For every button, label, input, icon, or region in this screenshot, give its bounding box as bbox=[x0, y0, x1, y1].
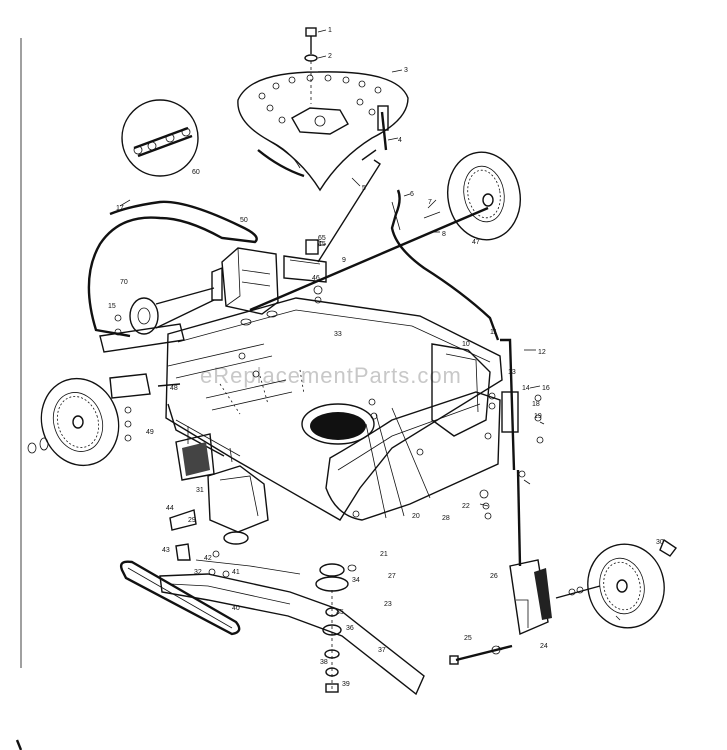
callout-32: 32 bbox=[194, 569, 202, 576]
callout-14: 14 bbox=[522, 385, 530, 392]
blade-pulley bbox=[319, 563, 345, 577]
wheel-front-right-top bbox=[447, 151, 521, 241]
callout-46: 46 bbox=[312, 275, 320, 282]
seat-pan bbox=[237, 71, 409, 192]
callout-28: 28 bbox=[442, 515, 450, 522]
control-cable bbox=[317, 159, 381, 263]
callout-65: 65 bbox=[318, 235, 326, 242]
right-bracket bbox=[431, 343, 491, 437]
steering-post bbox=[449, 338, 552, 665]
callout-41: 41 bbox=[232, 569, 240, 576]
callout-21: 21 bbox=[380, 551, 388, 558]
callout-60: 60 bbox=[192, 169, 200, 176]
callout-17: 17 bbox=[116, 205, 124, 212]
callout-43: 43 bbox=[162, 547, 170, 554]
callout-13: 13 bbox=[508, 369, 516, 376]
seat-bracket bbox=[291, 107, 349, 135]
belt-cover bbox=[207, 465, 269, 533]
wheel-front-right-bottom bbox=[555, 538, 678, 629]
callout-44: 44 bbox=[166, 505, 174, 512]
callout-2: 2 bbox=[328, 53, 332, 60]
callout-40: 40 bbox=[232, 605, 240, 612]
idler-pulley bbox=[223, 531, 249, 545]
front-wheel-fork bbox=[509, 559, 549, 636]
drive-belt bbox=[119, 560, 241, 636]
front-axle bbox=[249, 206, 489, 312]
transmission-block bbox=[283, 255, 327, 283]
chain-detail-inset bbox=[121, 99, 199, 177]
callout-20: 20 bbox=[412, 513, 420, 520]
callout-12: 12 bbox=[538, 349, 546, 356]
callout-18: 18 bbox=[532, 401, 540, 408]
axle-bolt bbox=[455, 644, 513, 662]
callout-15: 15 bbox=[108, 303, 116, 310]
callout-25: 25 bbox=[464, 635, 472, 642]
callout-49: 49 bbox=[146, 429, 154, 436]
callout-31: 31 bbox=[196, 487, 204, 494]
callout-19: 19 bbox=[534, 413, 542, 420]
handle-loop bbox=[87, 200, 258, 338]
callout-26: 26 bbox=[490, 573, 498, 580]
callout-22: 22 bbox=[462, 503, 470, 510]
callout-39: 39 bbox=[342, 681, 350, 688]
callout-8: 8 bbox=[442, 231, 446, 238]
blade-bolt bbox=[325, 683, 339, 693]
callout-27: 27 bbox=[388, 573, 396, 580]
callout-16: 16 bbox=[542, 385, 550, 392]
callout-37: 37 bbox=[378, 647, 386, 654]
main-frame bbox=[99, 297, 503, 533]
left-fasteners bbox=[109, 314, 492, 518]
seat-bolt bbox=[305, 27, 317, 37]
callout-33: 33 bbox=[334, 331, 342, 338]
steering-rod bbox=[390, 189, 500, 341]
callout-leaders bbox=[315, 29, 621, 651]
callout-30: 30 bbox=[656, 539, 664, 546]
callout-50: 50 bbox=[240, 217, 248, 224]
engine-transmission bbox=[211, 239, 327, 326]
watermark: eReplacementParts.com bbox=[200, 363, 462, 388]
callout-24: 24 bbox=[540, 643, 548, 650]
callout-6: 6 bbox=[410, 191, 414, 198]
deck-top bbox=[165, 297, 503, 521]
callout-1: 1 bbox=[328, 27, 332, 34]
rear-pulley bbox=[129, 287, 215, 335]
deck-opening bbox=[301, 403, 375, 445]
callout-48: 48 bbox=[170, 385, 178, 392]
callout-70: 70 bbox=[120, 279, 128, 286]
engine-housing bbox=[221, 247, 279, 315]
callout-7: 7 bbox=[428, 199, 432, 206]
pivot-bracket bbox=[501, 391, 519, 433]
callout-35: 35 bbox=[336, 609, 344, 616]
callout-38: 38 bbox=[320, 659, 328, 666]
left-rail bbox=[99, 323, 185, 353]
callout-11: 11 bbox=[490, 329, 497, 336]
callout-47: 47 bbox=[472, 239, 480, 246]
seat-holes bbox=[258, 74, 382, 124]
seat-washer bbox=[304, 54, 318, 62]
drive-pulley bbox=[129, 297, 159, 335]
callout-4: 4 bbox=[398, 137, 402, 144]
page-corner-mark bbox=[15, 739, 23, 750]
callout-labels: 1 2 3 4 5 6 7 8 9 10 11 12 13 14 15 16 1… bbox=[108, 27, 664, 688]
callout-45: 45 bbox=[318, 241, 326, 248]
callout-36: 36 bbox=[346, 625, 354, 632]
callout-3: 3 bbox=[404, 67, 408, 74]
callout-5: 5 bbox=[362, 185, 366, 192]
lower-frame-rail bbox=[325, 391, 501, 521]
handle-rods bbox=[87, 149, 500, 341]
callout-42: 42 bbox=[204, 555, 212, 562]
callout-34: 34 bbox=[352, 577, 360, 584]
seat-assembly bbox=[237, 27, 409, 192]
callout-23: 23 bbox=[384, 601, 392, 608]
blade-adapter bbox=[322, 624, 342, 636]
callout-10: 10 bbox=[462, 341, 470, 348]
callout-9: 9 bbox=[342, 257, 346, 264]
callout-29: 29 bbox=[188, 517, 196, 524]
blade-assembly bbox=[119, 509, 425, 696]
mower-blade bbox=[159, 573, 425, 696]
wheel-rear-left bbox=[27, 377, 120, 467]
